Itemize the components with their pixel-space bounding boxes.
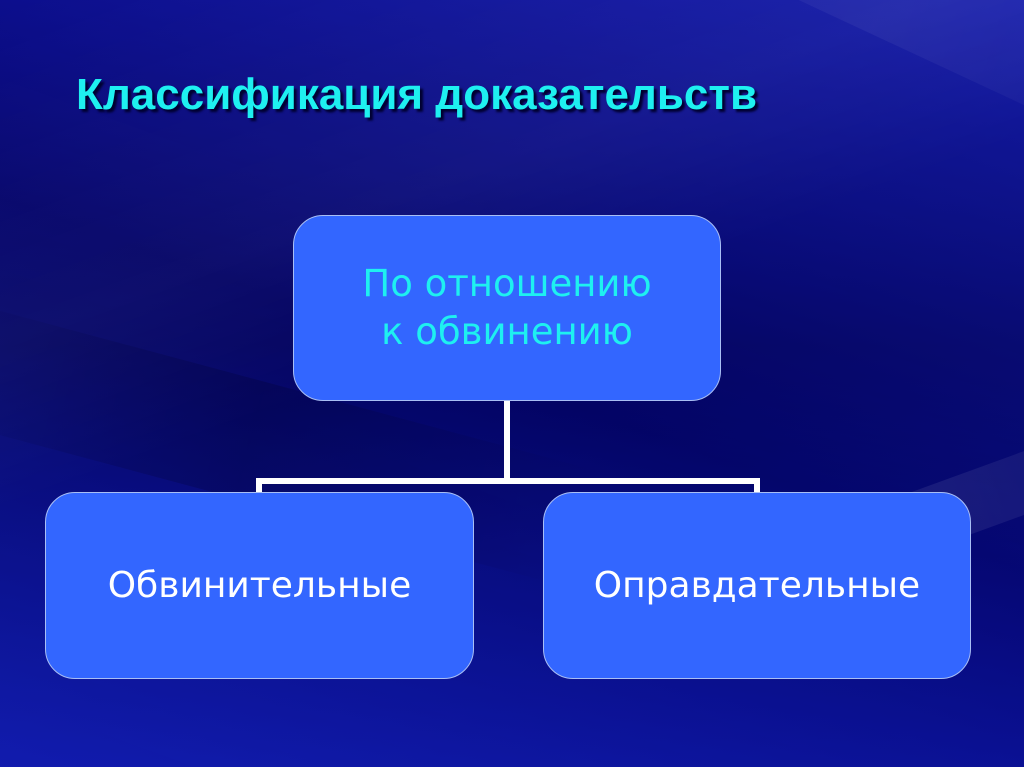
root-node-line2: к обвинению xyxy=(381,310,633,353)
root-node: По отношению к обвинению xyxy=(293,215,721,401)
child-node-label: Оправдательные xyxy=(593,565,921,606)
child-node-incriminating: Обвинительные xyxy=(45,492,474,679)
connector-horizontal-bar xyxy=(256,478,760,484)
connector-root-vertical xyxy=(504,400,510,484)
connector-right-drop xyxy=(754,478,760,493)
root-node-line1: По отношению xyxy=(362,262,652,305)
child-node-label: Обвинительные xyxy=(107,565,412,606)
slide-title: Классификация доказательств xyxy=(76,70,757,119)
connector-left-drop xyxy=(256,478,262,493)
child-node-exculpatory: Оправдательные xyxy=(543,492,971,679)
